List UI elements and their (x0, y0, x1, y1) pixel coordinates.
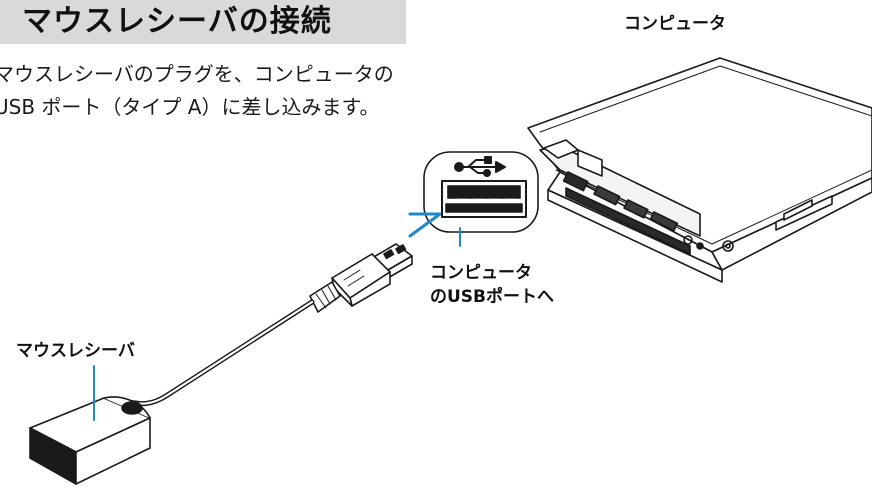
usb-port-label: コンピュータ のUSBポートへ (430, 261, 554, 309)
instruction-line-1: マウスレシーバのプラグを、コンピュータの (0, 62, 394, 86)
instruction-line-2: USB ポート（タイプ A）に差し込みます。 (0, 95, 380, 119)
usb-cable (125, 299, 315, 407)
laptop-computer (527, 57, 872, 283)
computer-label-text: コンピュータ (624, 14, 726, 34)
insertion-arrow (408, 212, 442, 238)
mouse-receiver-label-text: マウスレシーバ (16, 341, 135, 361)
mouse-receiver (29, 396, 151, 485)
computer-label: コンピュータ (624, 12, 726, 36)
usb-symbol-icon (454, 156, 506, 177)
usb-plug (309, 243, 413, 313)
section-title-bar (0, 0, 406, 44)
usb-port-label-line-1: コンピュータ (430, 263, 532, 283)
mouse-receiver-label: マウスレシーバ (16, 339, 135, 363)
usb-port-closeup (423, 151, 539, 233)
usb-port-label-line-2: のUSBポートへ (430, 287, 555, 307)
instruction-text: マウスレシーバのプラグを、コンピュータの USB ポート（タイプ A）に差し込み… (0, 58, 514, 124)
section-title: マウスレシーバの接続 (22, 4, 332, 39)
